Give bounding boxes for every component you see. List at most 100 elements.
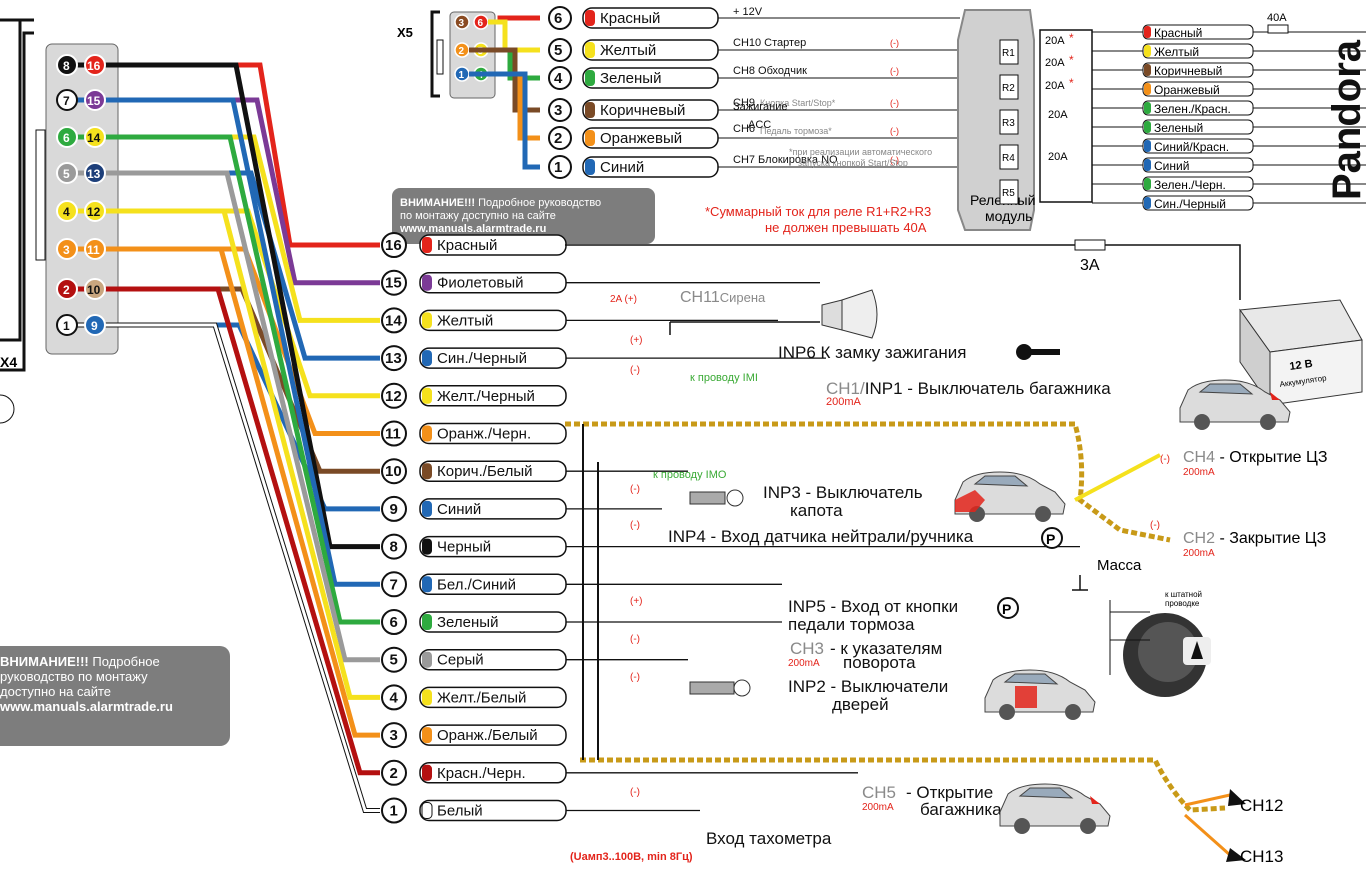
svg-text:по монтажу доступно на сайте: по монтажу доступно на сайте xyxy=(400,210,556,222)
relay-R1 xyxy=(999,39,1019,65)
battery-icon: 12 В Аккумулятор xyxy=(1239,299,1363,407)
svg-text:руководство по монтажу: руководство по монтажу xyxy=(0,669,148,684)
x4-pin-number: 4 xyxy=(63,205,70,219)
svg-text:- Открытие: - Открытие xyxy=(906,783,993,802)
relay-R2 xyxy=(999,74,1019,100)
x4-wire-label: Желтый xyxy=(437,312,493,329)
x5-func: CH9 xyxy=(733,97,755,109)
x4-wire-number xyxy=(381,797,407,824)
svg-text:www.manuals.alarmtrade.ru: www.manuals.alarmtrade.ru xyxy=(399,223,546,235)
relay-module: Релейный модуль xyxy=(957,9,1093,231)
x4-wire-number-text: 8 xyxy=(390,539,398,556)
x4-wire-number xyxy=(381,382,407,409)
relay-name: R1 xyxy=(1002,48,1015,59)
relay-output-label: Син./Черный xyxy=(1154,197,1226,211)
x4-wire-label: Серый xyxy=(437,652,484,669)
x4-wire-label: Син./Черный xyxy=(437,350,527,367)
relay-R5 xyxy=(999,179,1019,205)
x4-wire-number-text: 6 xyxy=(390,614,398,631)
relay-output-label: Коричневый xyxy=(1154,64,1222,78)
x4-wire-tag xyxy=(419,385,567,407)
x5-wire-number-text: 1 xyxy=(554,159,562,176)
x5-wire-number xyxy=(548,66,572,90)
svg-text:(-): (-) xyxy=(630,520,640,531)
x4-wire-number-text: 16 xyxy=(385,237,402,254)
x4-wire xyxy=(77,62,380,550)
svg-text:12 В: 12 В xyxy=(1289,358,1314,373)
x4-wire-label: Черный xyxy=(437,539,491,556)
x5-func-sub: Кнопка Start/Stop* xyxy=(760,98,836,108)
mass-label: Масса xyxy=(1097,557,1142,574)
svg-text:дверей: дверей xyxy=(832,695,889,714)
svg-text:доступно на сайте: доступно на сайте xyxy=(0,684,111,699)
notice-bottom: ВНИМАНИЕ!!! Подробное руководство по мон… xyxy=(0,646,230,746)
x4-wire xyxy=(77,97,380,587)
svg-text:(-): (-) xyxy=(890,155,899,165)
x4-wire-number-text: 10 xyxy=(385,463,402,480)
svg-text:(+): (+) xyxy=(630,335,643,346)
relay-output-label: Синий/Красн. xyxy=(1154,140,1229,154)
relay-name: R3 xyxy=(1002,118,1015,129)
inp6-label: INP6 К замку зажигания xyxy=(778,343,966,362)
tacho-label: Вход тахометра xyxy=(706,829,832,848)
x4-wire-label: Оранж./Черн. xyxy=(437,426,531,443)
x4-pin xyxy=(84,278,106,300)
x4-pin-number: 14 xyxy=(87,131,101,145)
x4-pin xyxy=(56,162,78,184)
inp2-label: INP2 - Выключатели xyxy=(788,677,948,696)
x5-wire-number xyxy=(548,98,572,122)
x5-wire-label: Оранжевый xyxy=(600,130,682,147)
x4-wire xyxy=(77,246,380,738)
x4-wire-label: Белый xyxy=(437,803,483,820)
x4-wire-number-text: 9 xyxy=(390,501,398,518)
svg-text:(-): (-) xyxy=(890,98,899,108)
svg-text:(-): (-) xyxy=(890,38,899,48)
ch5-label: CH5 xyxy=(862,783,896,802)
x5-wire-number-text: 2 xyxy=(554,130,562,147)
svg-text:200mA: 200mA xyxy=(1183,548,1215,559)
svg-text:капота: капота xyxy=(790,501,843,520)
x4-wire-number-text: 4 xyxy=(390,689,399,706)
x5-wire-number-text: 3 xyxy=(554,102,562,119)
x4-pin-number: 9 xyxy=(91,319,98,333)
x4-wire-number-text: 5 xyxy=(390,652,398,669)
parking-icon-inp4: P xyxy=(1041,527,1063,549)
x4-pin xyxy=(56,200,78,222)
fuse-40a: 40A xyxy=(1267,12,1289,34)
x4-wire-number-text: 15 xyxy=(385,275,402,292)
door-switch-icon xyxy=(689,679,751,697)
x4-wire-label: Красный xyxy=(437,237,497,254)
svg-text:к проводу IMI: к проводу IMI xyxy=(690,372,758,384)
ch2-label: CH2 - Закрытие ЦЗ xyxy=(1183,530,1326,547)
svg-text:www.manuals.alarmtrade.ru: www.manuals.alarmtrade.ru xyxy=(0,699,173,714)
x5-wire-number-text: 5 xyxy=(554,42,562,59)
x4-wire-number xyxy=(381,684,407,711)
x4-wire-number-text: 1 xyxy=(390,803,398,820)
acc-label: ACC xyxy=(748,119,771,131)
x4-pin xyxy=(56,54,78,76)
x4-pin xyxy=(84,54,106,76)
x5-wire-number xyxy=(548,38,572,62)
relay-output-label: Синий xyxy=(1154,159,1189,173)
relay-name: R5 xyxy=(1002,188,1015,199)
relay-current: 20A xyxy=(1045,80,1065,92)
x4-pin-number: 11 xyxy=(87,243,100,257)
footnote-1: *при реализации автоматического xyxy=(789,147,932,157)
x4-pin xyxy=(56,89,78,111)
car-icons xyxy=(954,379,1291,834)
x4-label: X4 xyxy=(0,354,17,370)
x4-pin-number: 15 xyxy=(87,94,101,108)
relay-current: 20A xyxy=(1048,151,1068,163)
x4-wire-label: Желт./Черный xyxy=(437,388,535,405)
footnote-2: запуска кнопкой Start/Stop xyxy=(798,158,908,168)
svg-text:(-): (-) xyxy=(630,787,640,798)
x4-wire-number-text: 13 xyxy=(385,350,402,367)
inp3-label: INP3 - Выключатель xyxy=(763,483,923,502)
x5-wire-number-text: 6 xyxy=(554,10,562,27)
relay-R4 xyxy=(999,144,1019,170)
x4-wire-number xyxy=(381,646,407,673)
x4-pin xyxy=(56,126,78,148)
